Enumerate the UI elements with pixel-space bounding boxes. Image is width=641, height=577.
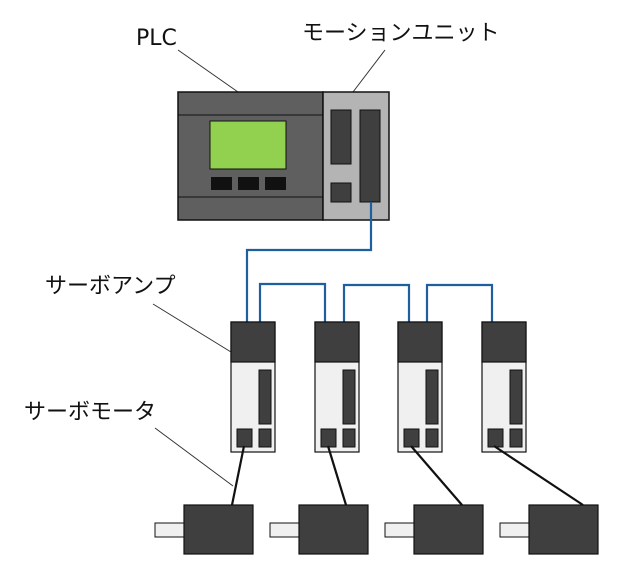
servo-amp-port [258, 428, 272, 448]
motion-unit-leader-line [352, 49, 386, 93]
servo-amp-port [509, 428, 523, 448]
servo-motor [499, 504, 599, 555]
power-cable-1 [230, 445, 246, 506]
servo-amp-label: サーボアンプ [45, 274, 175, 299]
servo-amp-indicator [509, 369, 523, 425]
servo-amp [314, 321, 360, 453]
motion-unit-connector [359, 109, 381, 203]
plc [177, 91, 324, 221]
servo-amp-top-panel [230, 321, 276, 363]
servo-motor-shaft [499, 522, 530, 538]
servo-amp [230, 321, 276, 453]
servo-amp-port [425, 428, 439, 448]
plc-leader-line [177, 49, 239, 93]
motion-unit-slot-lower [330, 182, 352, 203]
servo-amp-leader-line [152, 303, 232, 353]
servo-motor-shaft [154, 522, 185, 538]
servo-amp-motor-connector [403, 428, 420, 448]
plc-display-screen [209, 120, 287, 170]
servo-amps [230, 321, 527, 453]
servo-motor-leader-line [154, 427, 234, 487]
servo-amp-indicator [258, 369, 272, 425]
servo-amp [397, 321, 443, 453]
network-cable-amp-1-to-amp-2 [258, 282, 327, 322]
servo-motor [384, 504, 484, 555]
plc-button-1 [211, 177, 232, 190]
power-cable-2 [326, 445, 348, 506]
plc-label: PLC [136, 26, 177, 51]
servo-amp-motor-connector [487, 428, 504, 448]
servo-amp-top-panel [397, 321, 443, 363]
servo-motors [154, 504, 599, 555]
servo-amp-indicator [342, 369, 356, 425]
servo-amp [481, 321, 527, 453]
servo-motor [269, 504, 369, 555]
power-cable-3 [410, 445, 463, 506]
servo-motor-shaft [269, 522, 300, 538]
servo-motor-body [183, 504, 254, 555]
plc-button-2 [238, 177, 259, 190]
network-cable-plc-to-amp-1 [245, 202, 373, 322]
servo-amp-motor-connector [236, 428, 253, 448]
motion-unit-label: モーションユニット [302, 21, 500, 46]
power-cable-4 [493, 445, 584, 506]
network-cable-amp-2-to-amp-3 [342, 283, 411, 322]
motion-unit-slot-upper [330, 109, 352, 165]
network-cable-amp-3-to-amp-4 [425, 283, 494, 322]
servo-motor-body [298, 504, 369, 555]
motion-unit [322, 91, 390, 221]
network-cables [245, 202, 494, 322]
servo-amp-top-panel [314, 321, 360, 363]
servo-motor-body [528, 504, 599, 555]
servo-motor-body [413, 504, 484, 555]
servo-amp-port [342, 428, 356, 448]
servo-amp-motor-connector [320, 428, 337, 448]
servo-motor [154, 504, 254, 555]
servo-motor-shaft [384, 522, 415, 538]
servo-amp-top-panel [481, 321, 527, 363]
servo-motor-label: サーボモータ [24, 400, 156, 425]
power-cables [230, 445, 584, 506]
plc-button-3 [265, 177, 286, 190]
servo-amp-indicator [425, 369, 439, 425]
